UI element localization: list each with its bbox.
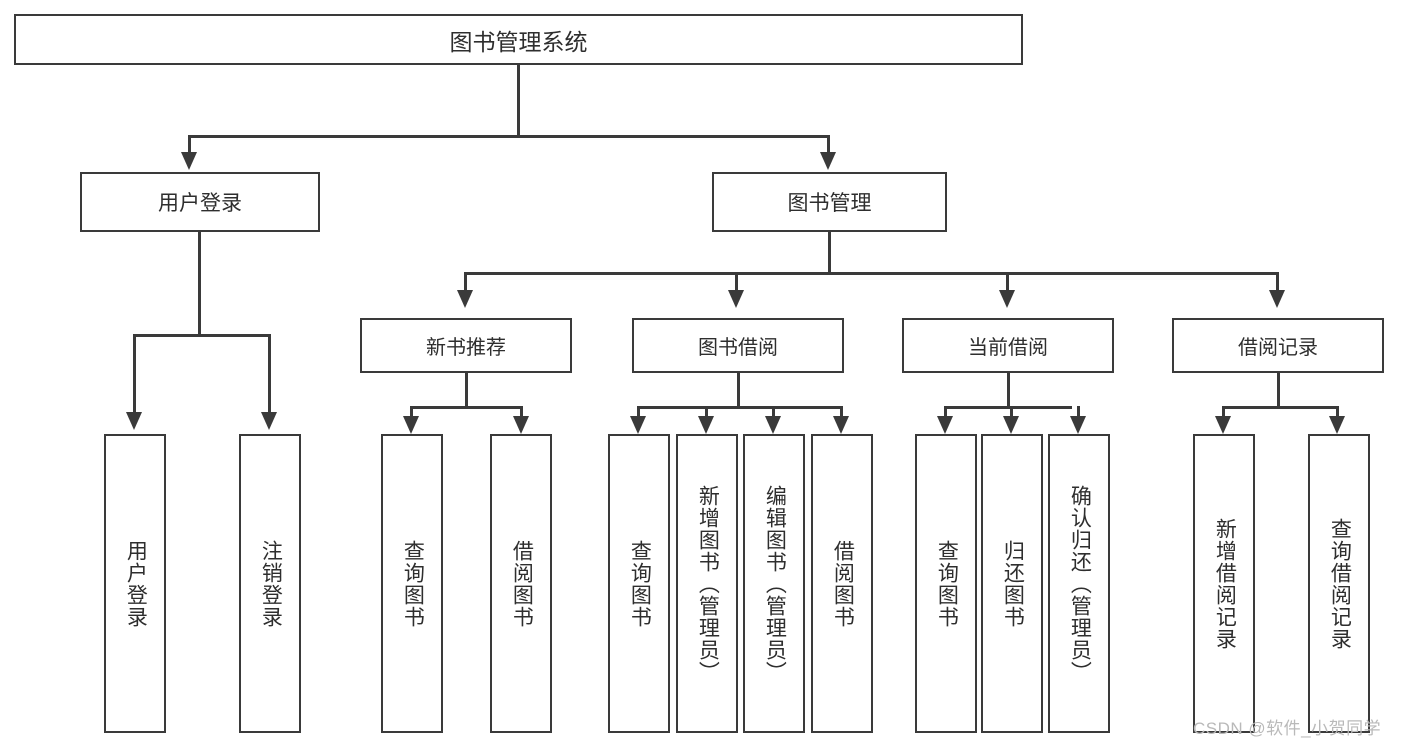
arrowhead-book-borrow-child-1	[630, 416, 646, 434]
leaf-book-borrow-edit[interactable]: 编辑图书（管理员）	[743, 434, 805, 733]
leaf-user-login-logout[interactable]: 注销登录	[239, 434, 301, 733]
node-label: 借阅记录	[1238, 337, 1318, 359]
leaf-label: 用户登录	[124, 539, 148, 628]
connector-book-borrow-child-3	[772, 406, 775, 418]
leaf-current-borrow-return[interactable]: 归还图书	[981, 434, 1043, 733]
connector-book-manage-child-4	[1276, 272, 1279, 292]
arrowhead-current-borrow-child-1	[937, 416, 953, 434]
connector-user-login-child-1	[133, 334, 136, 414]
connector-new-book-child-1	[410, 406, 413, 418]
leaf-book-borrow-query[interactable]: 查询图书	[608, 434, 670, 733]
arrowhead-book-borrow-child-2	[698, 416, 714, 434]
connector-book-manage-stem	[828, 232, 831, 274]
connector-book-manage-child-1	[464, 272, 467, 292]
csdn-watermark: CSDN @软件_小贺同学	[1193, 719, 1382, 738]
leaf-label: 新增借阅记录	[1213, 517, 1237, 650]
leaf-current-borrow-confirm-return[interactable]: 确认归还（管理员）	[1048, 434, 1110, 733]
leaf-label: 编辑图书（管理员）	[763, 484, 787, 683]
arrowhead-root-to-user-login	[181, 152, 197, 170]
connector-borrow-record-stem	[1277, 373, 1280, 408]
node-book-manage-label: 图书管理	[787, 192, 872, 215]
node-label: 图书借阅	[698, 337, 778, 359]
node-label: 当前借阅	[968, 337, 1048, 359]
leaf-label: 归还图书	[1001, 539, 1025, 628]
leaf-label: 查询图书	[935, 539, 959, 628]
connector-root-bar	[188, 135, 830, 138]
node-current-borrow[interactable]: 当前借阅	[902, 318, 1114, 373]
arrowhead-new-book-child-2	[513, 416, 529, 434]
arrowhead-current-borrow-child-3	[1070, 416, 1086, 434]
connector-book-manage-child-3	[1006, 272, 1009, 292]
leaf-current-borrow-query[interactable]: 查询图书	[915, 434, 977, 733]
arrowhead-user-login-child-2	[261, 412, 277, 430]
connector-user-login-stem	[198, 232, 201, 336]
node-label: 新书推荐	[426, 337, 506, 359]
connector-book-manage-bar	[464, 272, 1279, 275]
connector-new-book-child-2	[520, 406, 523, 418]
connector-book-manage-child-2	[735, 272, 738, 292]
connector-book-borrow-stem	[737, 373, 740, 408]
connector-book-borrow-bar	[637, 406, 843, 409]
arrowhead-root-to-book-manage	[820, 152, 836, 170]
node-user-login-label: 用户登录	[158, 192, 242, 215]
connector-user-login-bar	[133, 334, 271, 337]
connector-book-borrow-child-1	[637, 406, 640, 418]
leaf-label: 新增图书（管理员）	[696, 484, 720, 683]
connector-new-book-stem	[465, 373, 468, 408]
connector-book-borrow-child-4	[840, 406, 843, 418]
arrowhead-new-book-child-1	[403, 416, 419, 434]
connector-book-borrow-child-2	[705, 406, 708, 418]
connector-current-borrow-child-2	[1010, 406, 1013, 418]
connector-current-borrow-bar	[944, 406, 1072, 409]
leaf-label: 查询图书	[401, 539, 425, 628]
connector-root-to-book-manage	[827, 135, 830, 155]
arrowhead-book-borrow-child-3	[765, 416, 781, 434]
leaf-book-borrow-add[interactable]: 新增图书（管理员）	[676, 434, 738, 733]
node-borrow-record[interactable]: 借阅记录	[1172, 318, 1384, 373]
leaf-borrow-record-query[interactable]: 查询借阅记录	[1308, 434, 1370, 733]
leaf-label: 查询借阅记录	[1328, 517, 1352, 650]
arrowhead-borrow-record-child-1	[1215, 416, 1231, 434]
connector-borrow-record-child-1	[1222, 406, 1225, 418]
node-book-borrow[interactable]: 图书借阅	[632, 318, 844, 373]
leaf-borrow-record-add[interactable]: 新增借阅记录	[1193, 434, 1255, 733]
node-book-manage[interactable]: 图书管理	[712, 172, 947, 232]
node-root-label: 图书管理系统	[449, 28, 588, 55]
node-new-book-recommend[interactable]: 新书推荐	[360, 318, 572, 373]
leaf-label: 注销登录	[259, 539, 283, 628]
connector-root-to-user-login	[188, 135, 191, 155]
leaf-user-login-login[interactable]: 用户登录	[104, 434, 166, 733]
connector-borrow-record-bar	[1222, 406, 1339, 409]
node-user-login[interactable]: 用户登录	[80, 172, 320, 232]
arrowhead-current-borrow-child-2	[1003, 416, 1019, 434]
connector-current-borrow-child-1	[944, 406, 947, 418]
connector-root-stem	[517, 65, 520, 137]
connector-user-login-child-2	[268, 334, 271, 414]
connector-current-borrow-child-3	[1077, 406, 1080, 418]
connector-new-book-bar	[410, 406, 523, 409]
arrowhead-borrow-record-child-2	[1329, 416, 1345, 434]
arrowhead-book-borrow-child-4	[833, 416, 849, 434]
leaf-label: 查询图书	[628, 539, 652, 628]
node-root[interactable]: 图书管理系统	[14, 14, 1023, 65]
connector-borrow-record-child-2	[1336, 406, 1339, 418]
arrowhead-book-manage-child-1	[457, 290, 473, 308]
leaf-new-book-borrow[interactable]: 借阅图书	[490, 434, 552, 733]
arrowhead-book-manage-child-2	[728, 290, 744, 308]
arrowhead-book-manage-child-3	[999, 290, 1015, 308]
leaf-label: 借阅图书	[510, 539, 534, 628]
leaf-label: 借阅图书	[831, 539, 855, 628]
leaf-new-book-query[interactable]: 查询图书	[381, 434, 443, 733]
connector-current-borrow-stem	[1007, 373, 1010, 408]
leaf-label: 确认归还（管理员）	[1068, 484, 1092, 683]
leaf-book-borrow-borrow[interactable]: 借阅图书	[811, 434, 873, 733]
arrowhead-user-login-child-1	[126, 412, 142, 430]
arrowhead-book-manage-child-4	[1269, 290, 1285, 308]
